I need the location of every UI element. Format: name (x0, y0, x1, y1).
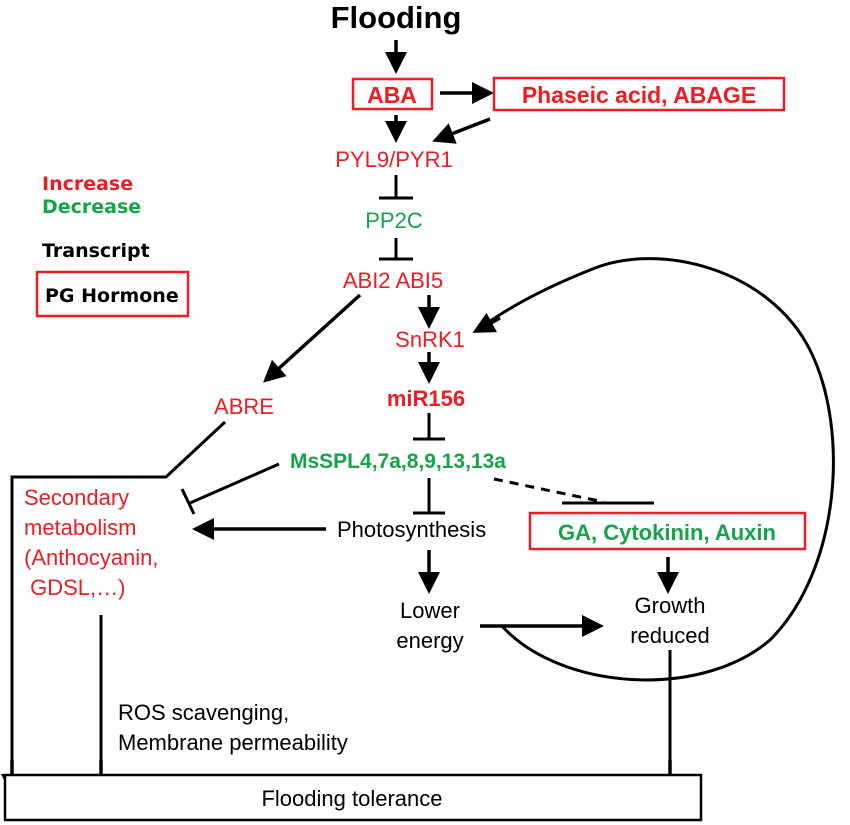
dashed-inhibit-msspl-hormones (493, 477, 605, 504)
node-flooding: Flooding (331, 0, 462, 35)
node-mir156: miR156 (387, 386, 465, 411)
node-aba: ABA (367, 82, 417, 108)
arrow-phaseic-pyl9 (432, 117, 491, 144)
inhibit-msspl-secondary (189, 462, 280, 505)
node-snrk1: SnRK1 (395, 327, 465, 352)
node-growth-2: reduced (630, 623, 710, 648)
arrow-abi-abre (263, 293, 362, 383)
secondary-line-4: GDSL,…) (24, 575, 125, 600)
node-lower-energy-1: Lower (400, 598, 460, 623)
legend-hormone-box (35, 270, 190, 318)
node-abre: ABRE (214, 394, 274, 419)
node-secondary-metabolism: Secondary metabolism (Anthocyanin, GDSL,… (24, 485, 159, 600)
node-msspl: MsSPL4,7a,8,9,13,13a (290, 450, 506, 473)
legend-increase: Increase (42, 173, 133, 195)
secondary-line-2: metabolism (24, 515, 136, 540)
secondary-line-1: Secondary (24, 485, 129, 510)
legend-decrease: Decrease (42, 196, 141, 218)
ros-line-1: ROS scavenging, (118, 700, 289, 725)
node-tolerance-box (3, 773, 703, 822)
node-hormones-box (528, 511, 807, 551)
node-abi2-abi5: ABI2 ABI5 (343, 268, 443, 293)
node-hormones: GA, Cytokinin, Auxin (558, 520, 776, 545)
ros-line-2: Membrane permeability (118, 730, 348, 755)
node-phaseic: Phaseic acid, ABAGE (522, 82, 756, 108)
node-lower-energy-2: energy (396, 628, 463, 653)
inhibit-bar-secondary (180, 488, 196, 515)
legend: Increase Decrease Transcript PG Hormone (35, 173, 190, 318)
legend-transcript: Transcript (42, 240, 150, 262)
secondary-line-3: (Anthocyanin, (24, 545, 159, 570)
node-growth-1: Growth (635, 593, 706, 618)
legend-hormone: PG Hormone (45, 285, 179, 307)
node-flooding-tolerance: Flooding tolerance (261, 786, 442, 811)
arrow-loop-snrk1 (472, 312, 501, 333)
node-photosynthesis: Photosynthesis (337, 517, 486, 542)
node-phaseic-box (492, 76, 786, 112)
node-pp2c: PP2C (365, 208, 423, 233)
node-aba-box (351, 77, 434, 111)
line-abre-tolerance (10, 420, 227, 792)
node-pyl9-pyr1: PYL9/PYR1 (335, 147, 452, 172)
